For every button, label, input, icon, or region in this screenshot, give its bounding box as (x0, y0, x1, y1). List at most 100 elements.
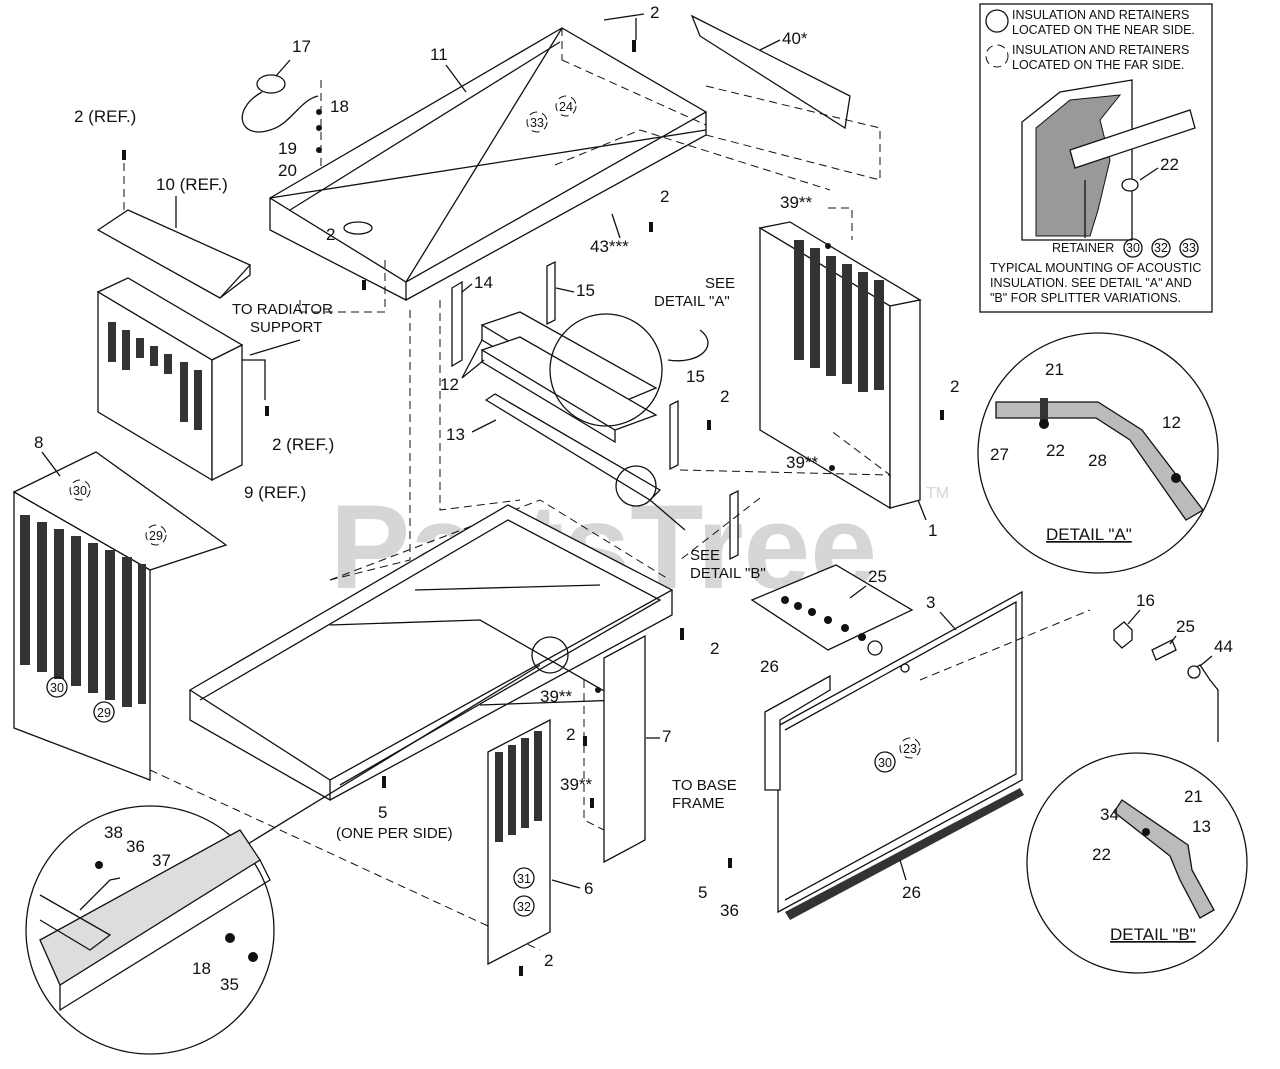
callout-labels: 2 40* 17 11 18 19 20 2 (REF.) 10 (REF.) … (34, 3, 1233, 970)
sensor-17 (241, 74, 322, 170)
note-see-b-1: SEE (690, 547, 720, 564)
retainer-32: 32 (1154, 241, 1168, 255)
note-see-a-2: DETAIL "A" (654, 293, 730, 310)
detail-b-title: DETAIL "B" (1110, 925, 1196, 944)
retainer-strip (1069, 109, 1196, 169)
plate-25 (750, 564, 914, 651)
callout-39-c: 39** (540, 687, 573, 706)
mark-23: 23 (903, 742, 917, 756)
detail-b-22: 22 (1092, 845, 1111, 864)
callout-2-frame: 2 (710, 639, 719, 658)
retainer-30: 30 (1126, 241, 1140, 255)
callout-2ref-a: 2 (REF.) (74, 107, 136, 126)
callout-39-b: 39** (786, 453, 819, 472)
callout-36: 36 (720, 901, 739, 920)
detail-b-21: 21 (1184, 787, 1203, 806)
panel-6: 31 32 (487, 718, 551, 966)
legend-callout-22: 22 (1160, 155, 1179, 174)
legend-near-line1: INSULATION AND RETAINERS (1012, 8, 1189, 22)
watermark-trademark: TM (926, 485, 949, 502)
callout-15-b: 15 (686, 367, 705, 386)
callout-3: 3 (926, 593, 935, 612)
detail-a-21: 21 (1045, 360, 1064, 379)
post-15c (729, 489, 739, 561)
callout-7: 7 (662, 727, 671, 746)
door-panel-3: 30 23 (777, 590, 1023, 914)
callout-2-mid: 2 (660, 187, 669, 206)
callout-18: 18 (330, 97, 349, 116)
callout-43: 43*** (590, 237, 629, 256)
mark-30-c: 30 (878, 756, 892, 770)
callout-15-a: 15 (576, 281, 595, 300)
top-panel-11: 33 24 (268, 27, 708, 302)
note-to-base-2: FRAME (672, 795, 725, 812)
fittings-16-25-44 (1113, 621, 1219, 742)
splitters-12 (480, 311, 658, 444)
seal-26a (764, 674, 831, 791)
callout-11: 11 (430, 45, 448, 64)
legend-near-line2: LOCATED ON THE NEAR SIDE. (1012, 23, 1195, 37)
detail-a-ref-circle (549, 313, 663, 427)
callout-12: 12 (440, 375, 459, 394)
callout-26-a: 26 (760, 657, 779, 676)
mark-31: 31 (517, 872, 531, 886)
mark-33-top: 33 (530, 116, 544, 130)
detail-b-34: 34 (1100, 805, 1119, 824)
callout-26-b: 26 (902, 883, 921, 902)
callout-40: 40* (782, 29, 808, 48)
detail-a: 21 27 22 28 12 DETAIL "A" (977, 332, 1219, 574)
mark-29-b: 29 (97, 706, 111, 720)
note-to-radiator-2: SUPPORT (250, 319, 322, 336)
callout-2-top: 2 (650, 3, 659, 22)
mark-30-b: 30 (50, 681, 64, 695)
callout-14: 14 (474, 273, 493, 292)
mark-32: 32 (517, 900, 531, 914)
callout-2-center: 2 (720, 387, 729, 406)
callout-39-d: 39** (560, 775, 593, 794)
detail-b-13: 13 (1192, 817, 1211, 836)
mark-30-a: 30 (73, 484, 87, 498)
note-to-base-1: TO BASE (672, 777, 737, 794)
note-see-b-2: DETAIL "B" (690, 565, 766, 582)
callout-13: 13 (446, 425, 465, 444)
fastener-38: 38 (104, 823, 123, 842)
mark-24: 24 (559, 100, 573, 114)
base-frame (188, 504, 674, 851)
post-15b (669, 399, 679, 471)
note-to-radiator-1: TO RADIATOR (232, 301, 333, 318)
note-see-a-1: SEE (705, 275, 735, 292)
legend-far-line1: INSULATION AND RETAINERS (1012, 43, 1189, 57)
legend-far-line2: LOCATED ON THE FAR SIDE. (1012, 58, 1185, 72)
callout-8: 8 (34, 433, 43, 452)
post-15a (546, 260, 556, 326)
callout-2-left: 2 (326, 225, 335, 244)
callout-10ref: 10 (REF.) (156, 175, 228, 194)
fastener-35: 35 (220, 975, 239, 994)
legend-box: INSULATION AND RETAINERS LOCATED ON THE … (979, 3, 1213, 313)
detail-a-title: DETAIL "A" (1046, 525, 1132, 544)
callout-2-low: 2 (566, 725, 575, 744)
bracket-14 (451, 280, 463, 368)
callout-9ref: 9 (REF.) (244, 483, 306, 502)
callout-1: 1 (928, 521, 937, 540)
note-one-per-side: (ONE PER SIDE) (336, 825, 453, 842)
panel-9-ref (96, 277, 266, 482)
fastener-18: 18 (192, 959, 211, 978)
legend-note-line2: INSULATION. SEE DETAIL "A" AND (990, 276, 1192, 290)
detail-a-22: 22 (1046, 441, 1065, 460)
callout-16: 16 (1136, 591, 1155, 610)
seal-26b (785, 788, 1024, 920)
panel-7 (603, 634, 646, 864)
fastener-22 (1121, 178, 1139, 192)
callout-2-right: 2 (950, 377, 959, 396)
callout-39-a: 39** (780, 193, 813, 212)
side-panel-1 (758, 221, 922, 510)
side-panel-8: 30 29 30 29 (12, 451, 228, 781)
retainer-33: 33 (1182, 241, 1196, 255)
fastener-ref-circle (531, 636, 569, 674)
fasteners (122, 40, 944, 976)
mark-29-a: 29 (149, 529, 163, 543)
detail-a-12: 12 (1162, 413, 1181, 432)
